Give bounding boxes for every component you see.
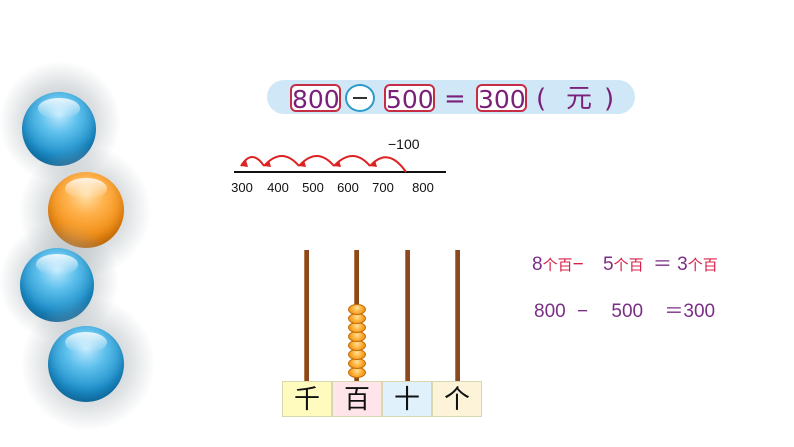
hundreds-statement: 8个百− 5个百 ＝ 3个百 <box>532 249 718 276</box>
number-statement: 800 − 500 ＝300 <box>534 296 715 323</box>
stmt1-b-unit: 个百 <box>613 257 644 274</box>
tick-label-800: 800 <box>412 180 434 195</box>
tick-label-600: 600 <box>337 180 359 195</box>
paren-close: ) <box>604 84 615 114</box>
stmt1-c-num: 3 <box>677 254 688 275</box>
unit-label: 元 <box>566 84 593 114</box>
tick-label-400: 400 <box>267 180 289 195</box>
subtrahend-box: 500 <box>384 84 435 114</box>
place-tens: 十 <box>382 381 432 417</box>
result-box: 300 <box>476 84 527 114</box>
stmt1-b-num: 5 <box>602 254 614 275</box>
rod-ones <box>455 250 460 381</box>
tick-label-500: 500 <box>302 180 324 195</box>
stmt1-a-num: 8 <box>532 254 543 275</box>
place-ones: 个 <box>432 381 482 417</box>
tick-label-300: 300 <box>231 180 253 195</box>
rod-tens <box>405 250 410 381</box>
stmt2-b: 500 <box>611 301 644 322</box>
step-label: −100 <box>388 136 420 152</box>
paren-open: ( <box>536 84 547 114</box>
blue-ball-icon <box>48 326 124 402</box>
stmt1-c-unit: 个百 <box>687 257 718 274</box>
tick-label-700: 700 <box>372 180 394 195</box>
place-thousands: 千 <box>282 381 332 417</box>
equals-sign: = <box>444 84 466 114</box>
bead <box>348 304 366 315</box>
stmt1-minus: − <box>572 254 584 275</box>
place-hundreds: 百 <box>332 381 382 417</box>
number-line-arcs <box>234 155 446 173</box>
stmt2-a: 800 <box>534 301 566 322</box>
rod-thousands <box>304 250 309 381</box>
minus-icon <box>345 84 375 112</box>
stmt2-minus: − <box>576 301 589 322</box>
stmt2-c: 300 <box>683 301 716 322</box>
stmt2-equals: ＝ <box>664 301 684 322</box>
stmt1-a-unit: 个百 <box>542 257 573 274</box>
stmt1-equals: ＝ <box>652 254 672 275</box>
minuend-box: 800 <box>290 84 341 114</box>
